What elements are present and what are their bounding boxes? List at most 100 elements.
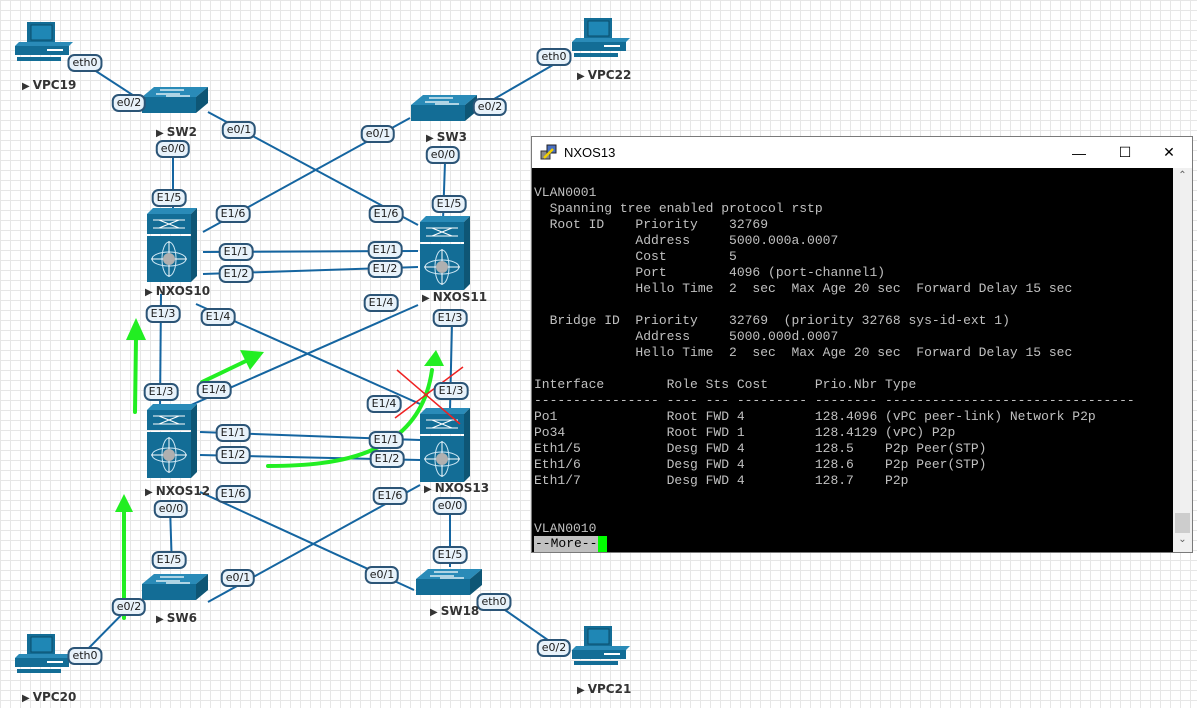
node-label-vpc20[interactable]: ▶VPC20 <box>22 690 76 704</box>
annotation-arrow-diagonal-head <box>240 350 264 370</box>
port-label-sw18[interactable]: e0/2 <box>536 639 572 657</box>
node-name: VPC20 <box>32 690 77 704</box>
port-label-sw6[interactable]: e0/0 <box>153 500 189 518</box>
port-label-nxos13[interactable]: E1/2 <box>369 450 405 468</box>
port-label-nxos10[interactable]: E1/3 <box>145 305 181 323</box>
port-label-nxos13[interactable]: E1/5 <box>432 546 468 564</box>
play-icon[interactable]: ▶ <box>577 685 585 696</box>
terminal-screen[interactable]: VLAN0001 Spanning tree enabled protocol … <box>532 168 1173 552</box>
play-icon[interactable]: ▶ <box>422 293 430 304</box>
pc-icon[interactable] <box>572 626 630 665</box>
node-name: NXOS10 <box>155 284 211 298</box>
port-label-sw2[interactable]: e0/1 <box>221 121 257 139</box>
port-label-vpc21[interactable]: eth0 <box>476 593 512 611</box>
port-label-nxos12[interactable]: E1/5 <box>151 551 187 569</box>
port-label-sw3[interactable]: e0/1 <box>360 125 396 143</box>
port-label-sw3[interactable]: e0/0 <box>425 146 461 164</box>
node-label-sw3[interactable]: ▶SW3 <box>426 130 467 144</box>
nexus-icon[interactable] <box>420 408 470 482</box>
nexus-icon[interactable] <box>420 216 470 290</box>
play-icon[interactable]: ▶ <box>577 71 585 82</box>
port-label-nxos13[interactable]: E1/6 <box>372 487 408 505</box>
switch-icon[interactable] <box>142 87 208 113</box>
terminal-cursor <box>598 536 607 552</box>
port-label-nxos10[interactable]: E1/2 <box>218 265 254 283</box>
port-label-nxos13[interactable]: E1/1 <box>368 431 404 449</box>
node-name: NXOS13 <box>434 481 490 495</box>
node-label-nxos11[interactable]: ▶NXOS11 <box>422 290 487 304</box>
port-label-vpc22[interactable]: eth0 <box>536 48 572 66</box>
minimize-button[interactable]: — <box>1056 137 1102 168</box>
port-label-sw6[interactable]: e0/2 <box>111 598 147 616</box>
scrollbar-thumb[interactable] <box>1175 513 1190 533</box>
port-label-sw6[interactable]: e0/1 <box>220 569 256 587</box>
port-label-nxos11[interactable]: E1/2 <box>367 260 403 278</box>
switch-icon[interactable] <box>142 574 208 600</box>
node-label-vpc22[interactable]: ▶VPC22 <box>577 68 631 82</box>
pc-icon[interactable] <box>15 634 73 673</box>
play-icon[interactable]: ▶ <box>145 487 153 498</box>
node-name: SW6 <box>166 611 197 625</box>
port-label-nxos10[interactable]: E1/6 <box>215 205 251 223</box>
switch-icon[interactable] <box>416 569 482 595</box>
node-name: SW3 <box>436 130 467 144</box>
node-label-vpc19[interactable]: ▶VPC19 <box>22 78 76 92</box>
port-label-nxos12[interactable]: E1/3 <box>143 383 179 401</box>
port-label-vpc19[interactable]: eth0 <box>67 54 103 72</box>
terminal-scrollbar[interactable]: ⌃ ⌄ <box>1173 168 1192 552</box>
terminal-output: VLAN0001 Spanning tree enabled protocol … <box>534 185 1135 536</box>
port-label-nxos11[interactable]: E1/1 <box>367 241 403 259</box>
terminal-titlebar[interactable]: NXOS13 — ☐ ✕ <box>532 137 1192 168</box>
play-icon[interactable]: ▶ <box>22 81 30 92</box>
node-label-vpc21[interactable]: ▶VPC21 <box>577 682 631 696</box>
port-label-sw18[interactable]: e0/1 <box>364 566 400 584</box>
switch-icon[interactable] <box>411 95 477 121</box>
node-label-sw6[interactable]: ▶SW6 <box>156 611 197 625</box>
play-icon[interactable]: ▶ <box>426 133 434 144</box>
annotation-arrow-diagonal <box>200 358 250 384</box>
port-label-sw18[interactable]: e0/0 <box>432 497 468 515</box>
annotation-arrow-curved-head <box>424 350 444 366</box>
port-label-vpc20[interactable]: eth0 <box>67 647 103 665</box>
scroll-up-icon[interactable]: ⌃ <box>1178 170 1187 181</box>
nodes-layer <box>15 18 630 673</box>
port-label-nxos12[interactable]: E1/4 <box>196 381 232 399</box>
node-name: VPC21 <box>587 682 632 696</box>
port-label-nxos10[interactable]: E1/5 <box>151 189 187 207</box>
play-icon[interactable]: ▶ <box>145 287 153 298</box>
play-icon[interactable]: ▶ <box>424 484 432 495</box>
putty-icon <box>540 144 557 159</box>
node-label-sw18[interactable]: ▶SW18 <box>430 604 479 618</box>
port-label-nxos10[interactable]: E1/4 <box>200 308 236 326</box>
play-icon[interactable]: ▶ <box>156 128 164 139</box>
port-label-sw2[interactable]: e0/0 <box>155 140 191 158</box>
node-label-nxos12[interactable]: ▶NXOS12 <box>145 484 210 498</box>
play-icon[interactable]: ▶ <box>22 693 30 704</box>
pc-icon[interactable] <box>15 22 73 61</box>
port-label-nxos13[interactable]: E1/3 <box>433 382 469 400</box>
play-icon[interactable]: ▶ <box>156 614 164 625</box>
maximize-button[interactable]: ☐ <box>1102 137 1148 168</box>
port-label-nxos11[interactable]: E1/5 <box>431 195 467 213</box>
node-label-sw2[interactable]: ▶SW2 <box>156 125 197 139</box>
node-label-nxos13[interactable]: ▶NXOS13 <box>424 481 489 495</box>
port-label-nxos11[interactable]: E1/3 <box>432 309 468 327</box>
terminal-window[interactable]: NXOS13 — ☐ ✕ VLAN0001 Spanning tree enab… <box>531 136 1193 553</box>
port-label-nxos12[interactable]: E1/2 <box>215 446 251 464</box>
nexus-icon[interactable] <box>147 208 197 282</box>
port-label-sw2[interactable]: e0/2 <box>111 94 147 112</box>
node-label-nxos10[interactable]: ▶NXOS10 <box>145 284 210 298</box>
close-button[interactable]: ✕ <box>1146 137 1192 168</box>
nexus-icon[interactable] <box>147 404 197 478</box>
port-label-nxos11[interactable]: E1/6 <box>368 205 404 223</box>
play-icon[interactable]: ▶ <box>430 607 438 618</box>
scroll-down-icon[interactable]: ⌄ <box>1178 534 1187 545</box>
port-label-nxos12[interactable]: E1/6 <box>215 485 251 503</box>
port-label-nxos11[interactable]: E1/4 <box>363 294 399 312</box>
pc-icon[interactable] <box>572 18 630 57</box>
port-label-sw3[interactable]: e0/2 <box>472 98 508 116</box>
minimize-icon: — <box>1072 144 1086 161</box>
port-label-nxos10[interactable]: E1/1 <box>218 243 254 261</box>
port-label-nxos13[interactable]: E1/4 <box>366 395 402 413</box>
port-label-nxos12[interactable]: E1/1 <box>215 424 251 442</box>
